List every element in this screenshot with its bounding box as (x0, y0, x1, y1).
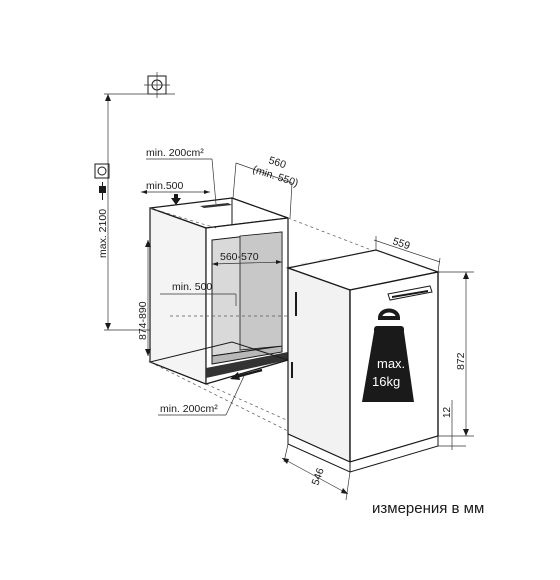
appliance-height-dimension (438, 271, 474, 437)
appliance-width-label: 559 (391, 235, 412, 252)
max-height-dimension (104, 94, 150, 331)
appliance-depth-dimension (281, 443, 351, 501)
niche-height-label: 874-890 (137, 301, 149, 340)
weight-icon (362, 308, 414, 402)
cabinet-width-label: 560 (267, 154, 288, 171)
plinth-height-dimension (438, 400, 466, 450)
vent-top-label: min. 200cm² (146, 147, 204, 159)
appliance-width-dimension (373, 236, 441, 273)
appliance-height-label: 872 (455, 352, 467, 370)
niche-depth-label: 560-570 (220, 251, 259, 263)
units-caption: измерения в мм (372, 500, 484, 517)
clear-inside-label: min. 500 (172, 281, 212, 293)
vent-top-arrow (171, 194, 181, 205)
appliance-depth-label: 546 (310, 466, 327, 487)
weight-line1: max. (377, 356, 405, 371)
clear-top-label: min.500 (146, 180, 184, 192)
max-height-label: max. 2100 (97, 209, 109, 258)
plug-icon (99, 182, 106, 200)
appliance (285, 249, 441, 473)
weight-line2: 16kg (372, 374, 400, 389)
vent-bottom-label: min. 200cm² (160, 403, 218, 415)
socket-icon (94, 163, 110, 179)
niche-height-dimension (145, 240, 151, 356)
cabinet-niche (148, 197, 290, 385)
cabinet-width-dimension (232, 162, 293, 219)
vent-bottom-arrow (230, 368, 263, 380)
plinth-height-label: 12 (442, 406, 453, 418)
